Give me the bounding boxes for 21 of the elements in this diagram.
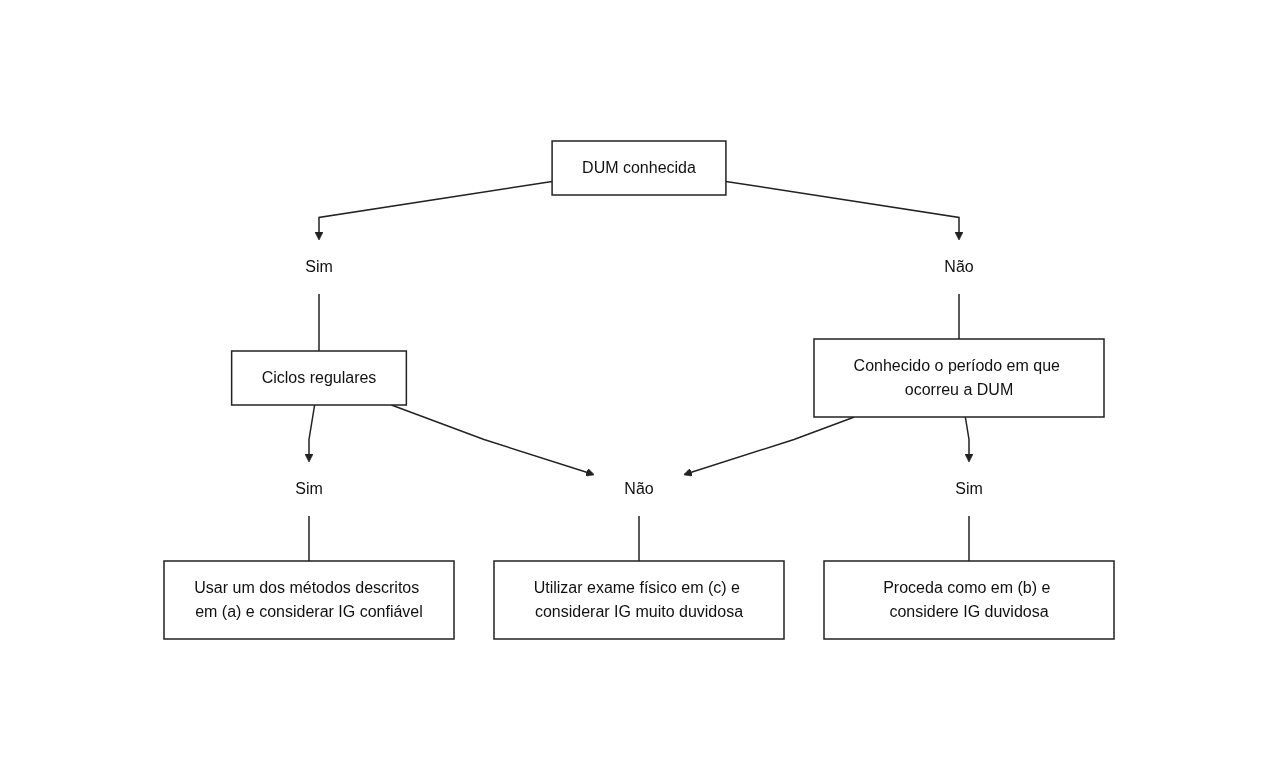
node-box: Usar um dos métodos descritos em (a) e considerar IG confiável [163, 559, 455, 640]
node-text: Sim [295, 479, 323, 497]
node-box: Utilizar exame físico em (c) e considerar IG muito duvidosa [493, 559, 785, 640]
node-box: Proceda como em (b) e considere IG duvidosa [823, 559, 1115, 640]
arrow [390, 403, 595, 476]
arrow [304, 403, 316, 462]
node-text: Sim [955, 479, 983, 497]
node-text: Não [624, 479, 654, 497]
node-text: Não [944, 257, 974, 275]
connector [968, 514, 970, 562]
connector [958, 292, 960, 340]
node-box: DUM conhecida [551, 139, 727, 196]
connector [318, 292, 320, 352]
arrow [964, 415, 974, 462]
node-box: Conhecido o período em que ocorreu a DUM [813, 337, 1105, 418]
connector [638, 514, 640, 562]
node-box: Ciclos regulares [230, 349, 408, 406]
connector [308, 514, 310, 562]
arrow [314, 180, 553, 240]
node-text: Sim [305, 257, 333, 275]
arrow [725, 180, 964, 240]
